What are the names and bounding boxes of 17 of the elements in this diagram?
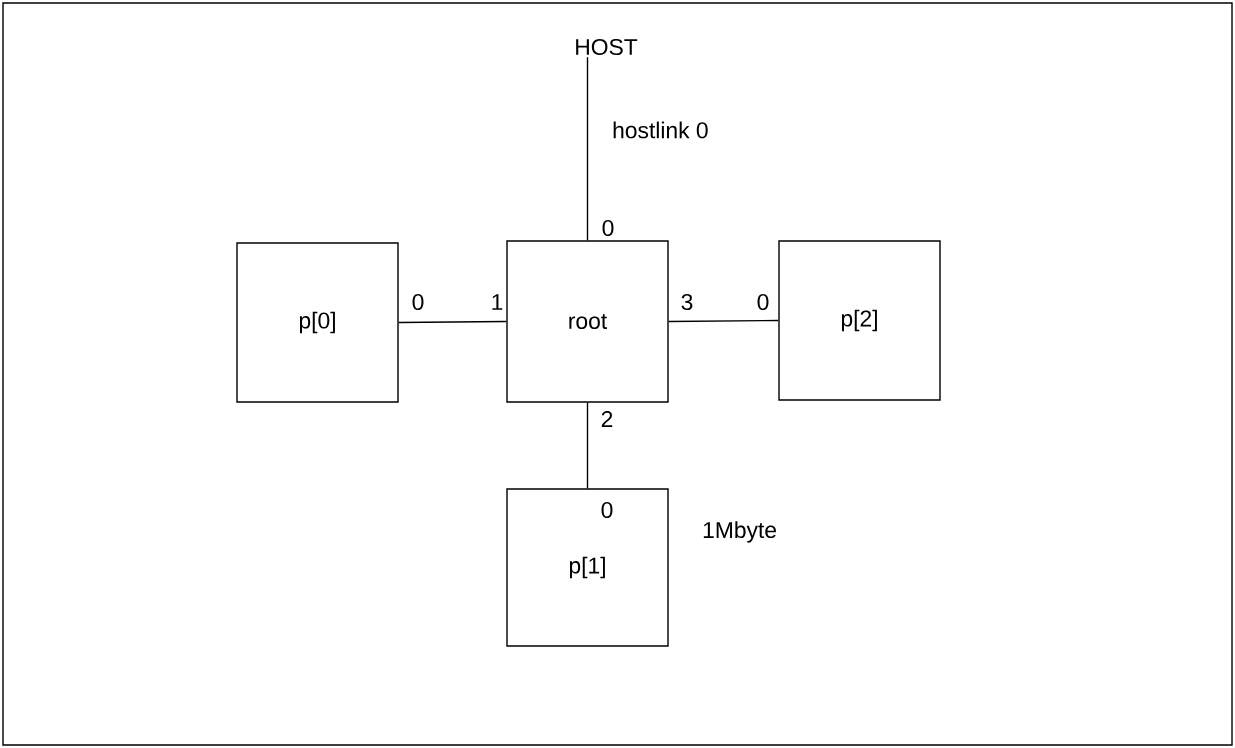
link-line [668, 319, 779, 323]
link-line [398, 320, 507, 324]
port-number: 0 [412, 293, 424, 311]
port-number: 3 [681, 293, 693, 311]
port-number: 1 [492, 294, 503, 310]
processor-box: root [506, 240, 669, 403]
edge-label: hostlink 0 [610, 119, 711, 141]
port-number: 0 [601, 501, 613, 519]
processor-box: p[0] [236, 242, 399, 403]
link-line [586, 401, 589, 489]
host-label: HOST [576, 38, 638, 56]
port-number: 0 [757, 293, 769, 311]
port-number: 0 [602, 219, 614, 237]
port-number: 2 [601, 411, 613, 427]
processor-box: p[2] [778, 240, 941, 401]
link-line [586, 56, 589, 241]
spec-text: 1Mbyte [703, 521, 776, 543]
